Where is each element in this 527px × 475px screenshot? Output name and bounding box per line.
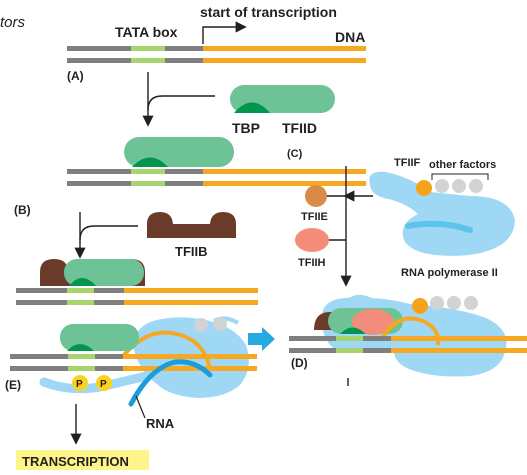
other-factor-2: [452, 179, 466, 193]
tata-box-label: TATA box: [115, 24, 178, 40]
panel-a: TATA box start of transcription DNA (A): [67, 4, 366, 83]
tfiib-bound-complex: [16, 259, 258, 305]
other-factor-3: [469, 179, 483, 193]
tbp-shape: [234, 102, 270, 113]
phosphate-label-1: P: [76, 379, 83, 390]
other-factor-1: [435, 179, 449, 193]
tfiib-complex: TFIIB: [147, 212, 236, 259]
tata-box: [131, 46, 165, 51]
dna-strands-b: [67, 169, 366, 186]
tfiib-label: TFIIB: [175, 244, 208, 259]
polymerase-shape: [369, 171, 515, 256]
panel-d: (D): [289, 294, 527, 386]
tfiid-label: TFIID: [282, 120, 317, 136]
rna-strand: [128, 359, 213, 407]
start-of-transcription-label: start of transcription: [200, 4, 337, 20]
other-factors-label: other factors: [429, 159, 496, 171]
panel-b-label: (B): [14, 203, 31, 217]
direction-arrow: [248, 327, 275, 351]
tfiib-shape: [147, 212, 236, 238]
phosphate-label-2: P: [100, 379, 107, 390]
tfiid-complex: TBP TFIID: [230, 85, 335, 136]
panel-e: P P RNA (E) TRANSCRIPTION: [5, 316, 275, 470]
tbp-label: TBP: [232, 120, 260, 136]
panel-c: (C) TFIIE TFIIH TFIIF other factors RNA …: [287, 148, 515, 287]
dna-strands-a: [67, 46, 366, 63]
panel-b: (B): [14, 137, 366, 217]
panel-e-label: (E): [5, 378, 21, 392]
arrow-b-to-tfiib: [74, 212, 138, 259]
transcription-box: [16, 450, 149, 470]
tfiih-label: TFIIH: [298, 257, 326, 269]
transcription-label: TRANSCRIPTION: [22, 454, 129, 469]
tfiif-label: TFIIF: [394, 157, 421, 169]
dna-strands-b2: [16, 288, 258, 305]
tfiie-shape: [305, 185, 327, 207]
rna-label: RNA: [146, 416, 175, 431]
rna-polymerase-label: RNA polymerase II: [401, 267, 498, 279]
header-fragment: tors: [0, 14, 26, 31]
panel-d-label: (D): [291, 356, 308, 370]
phosphate-2: [96, 375, 112, 391]
tfiih-shape: [295, 228, 329, 252]
tfiif-shape: [416, 180, 432, 196]
dna-strands-d: [289, 336, 527, 353]
phosphate-1: [72, 375, 88, 391]
arrow-a-to-b: [142, 72, 215, 127]
panel-c-label: (C): [287, 148, 303, 160]
dna-strands-e: [10, 354, 257, 371]
other-factors-bracket: [431, 173, 489, 180]
dna-label: DNA: [335, 29, 365, 45]
tfiie-label: TFIIE: [301, 211, 328, 223]
rna-polymerase-complex: TFIIF other factors RNA polymerase II: [369, 157, 515, 279]
panel-a-label: (A): [67, 69, 84, 83]
transcription-start-arrow: [202, 21, 247, 44]
polymerase-tail: [39, 371, 151, 394]
